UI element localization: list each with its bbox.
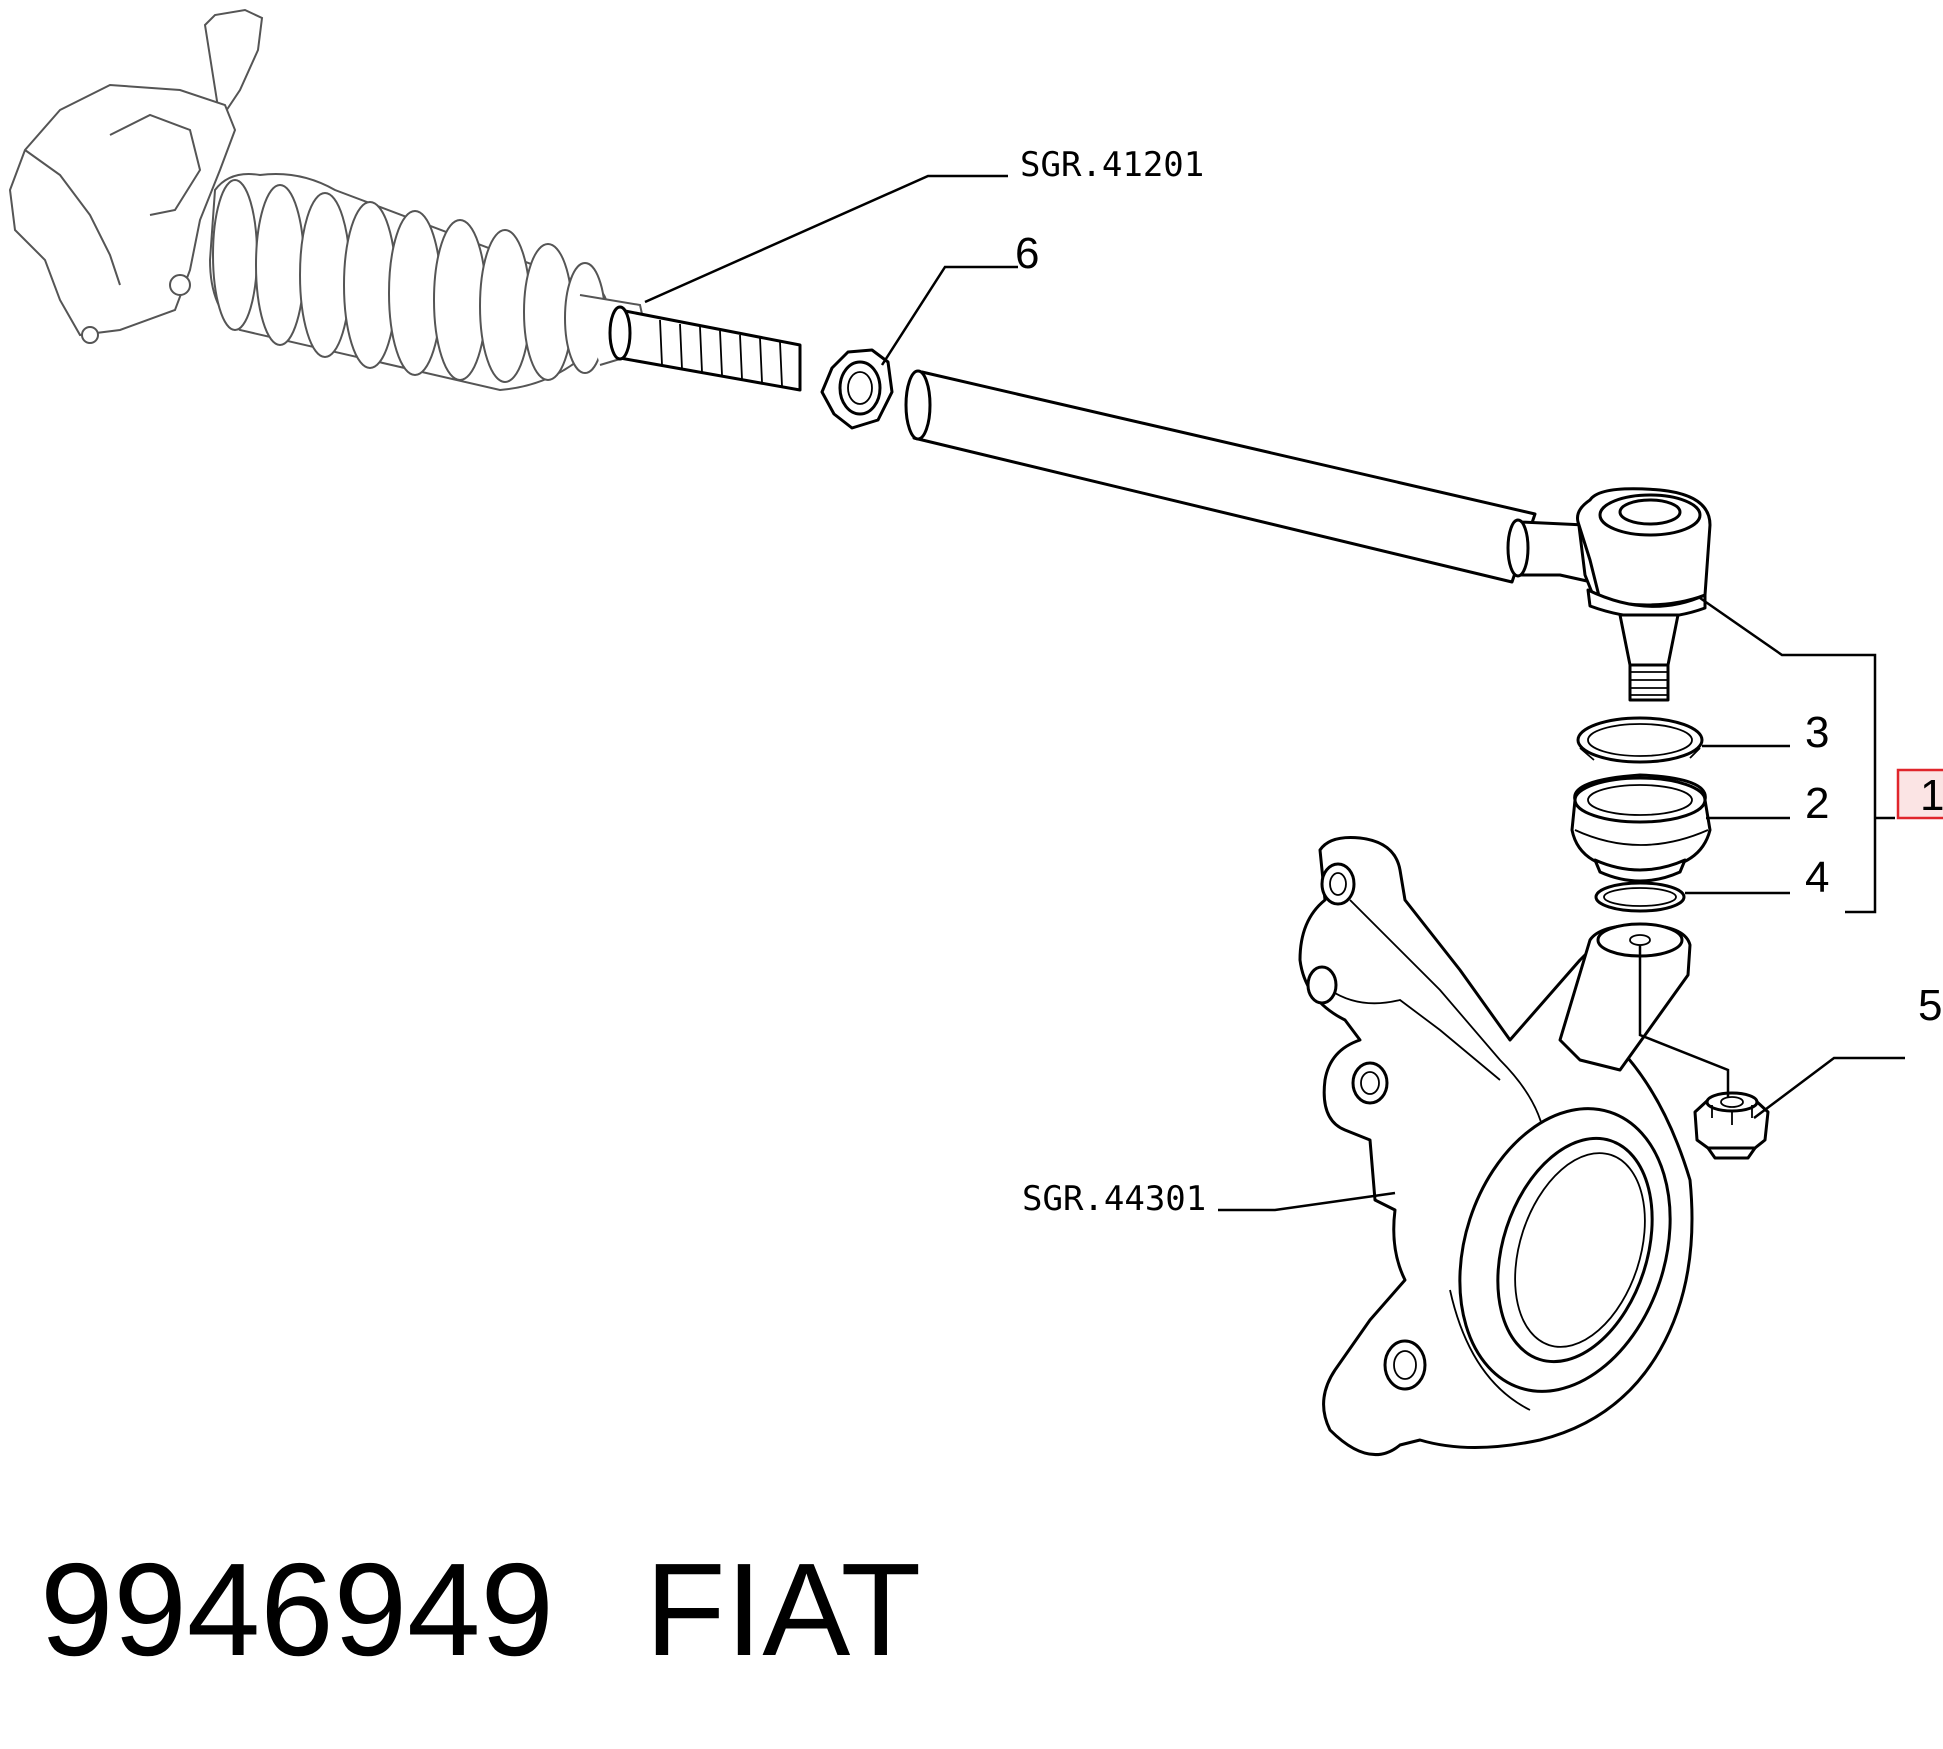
callout-2: 2 <box>1805 779 1829 828</box>
inner-tie-rod <box>608 305 802 392</box>
callout-6: 6 <box>1015 229 1039 278</box>
retaining-ring <box>1576 716 1704 764</box>
highlight-box <box>1896 768 1943 820</box>
rubber-boot <box>208 173 652 392</box>
steering-knuckle <box>1298 836 1694 1457</box>
callout-sgr-44301: SGR.44301 <box>1022 1179 1206 1219</box>
snap-ring <box>1594 881 1686 913</box>
tie-rod-end <box>1506 487 1712 702</box>
part-number: 9946949 <box>40 1536 554 1683</box>
leader-lines <box>644 174 1905 1212</box>
brand-name: FIAT <box>645 1536 921 1683</box>
callout-1: 1 <box>1920 771 1943 820</box>
callout-1-highlight[interactable]: 1 <box>1896 768 1943 820</box>
callout-5: 5 <box>1918 981 1942 1030</box>
callout-4: 4 <box>1805 853 1829 902</box>
castle-nut <box>1693 1091 1770 1160</box>
callout-sgr-41201: SGR.41201 <box>1020 145 1204 185</box>
dust-cover <box>1570 773 1712 883</box>
tie-rod-tube <box>904 369 1537 584</box>
steering-rack-housing <box>8 8 264 344</box>
lock-nut <box>820 348 894 430</box>
callout-3: 3 <box>1805 708 1829 757</box>
